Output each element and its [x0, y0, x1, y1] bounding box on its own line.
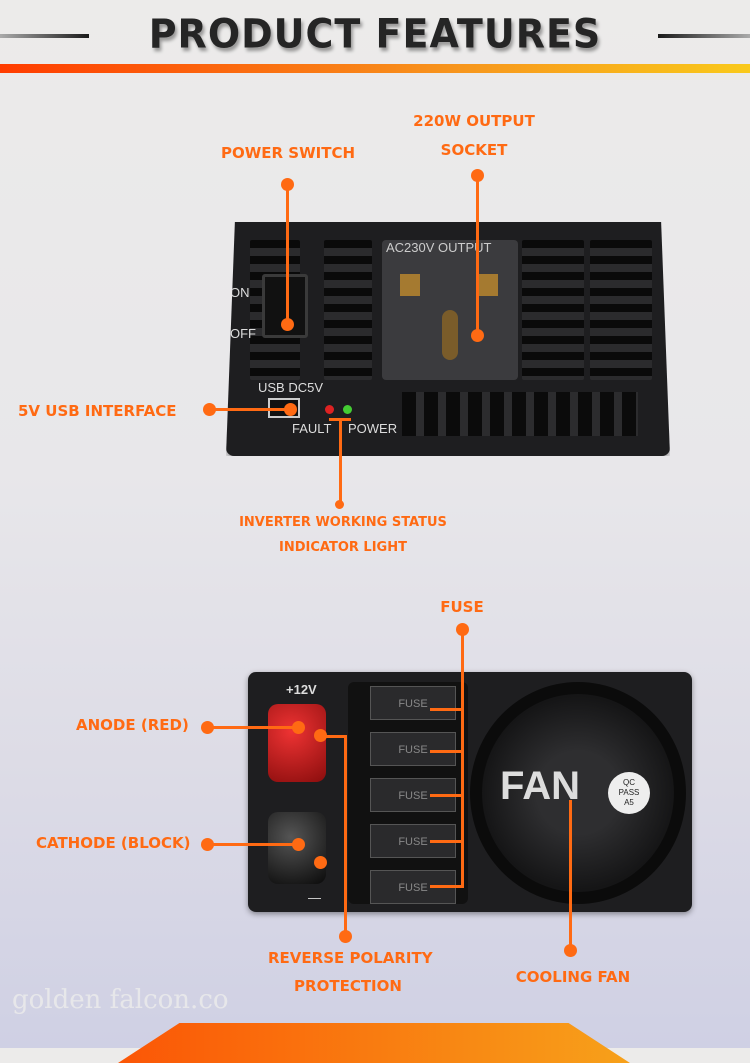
qc-text: PASS [618, 788, 640, 797]
label-output-1: 220W OUTPUT [413, 112, 535, 130]
callout-line [569, 800, 572, 948]
vent-grill [522, 240, 584, 380]
qc-sticker: QC PASS A5 [608, 772, 650, 814]
label-fuse: FUSE [440, 598, 484, 616]
callout-line [208, 726, 298, 729]
qc-text: QC [623, 778, 635, 787]
callout-line [430, 708, 464, 711]
fuse[interactable]: FUSE [370, 870, 456, 904]
on-label: ON [230, 285, 250, 300]
label-output-2: SOCKET [440, 141, 508, 159]
callout-line [430, 794, 464, 797]
title-gradient-bar [0, 64, 750, 73]
callout-line [430, 840, 464, 843]
callout-dot [284, 403, 297, 416]
power-label: POWER [348, 421, 398, 436]
callout-dot [203, 403, 216, 416]
callout-dot [292, 838, 305, 851]
fuse[interactable]: FUSE [370, 824, 456, 858]
callout-dot [564, 944, 577, 957]
fan-label: FAN [500, 764, 580, 808]
minus-label: — [308, 890, 321, 905]
callout-line [320, 735, 346, 738]
title-rule-left [0, 34, 89, 38]
label-fan: COOLING FAN [515, 968, 631, 986]
callout-line [476, 175, 479, 335]
callout-line [210, 408, 290, 411]
callout-dot [281, 318, 294, 331]
socket-pin [400, 274, 420, 296]
callout-dot [335, 500, 344, 509]
label-status-1: INVERTER WORKING STATUS [239, 515, 447, 530]
socket-pin [478, 274, 498, 296]
usb-label: USB DC5V [258, 380, 324, 395]
power-led [343, 405, 352, 414]
label-reverse-2: PROTECTION [294, 977, 402, 995]
ac-output-label: AC230V OUTPUT [386, 240, 492, 255]
plus-12v-label: +12V [286, 682, 317, 697]
label-power-switch: POWER SWITCH [220, 144, 356, 162]
callout-dot [314, 856, 327, 869]
callout-line [430, 885, 464, 888]
callout-dot [339, 930, 352, 943]
socket-pin [442, 310, 458, 360]
callout-line [339, 418, 342, 504]
anode-terminal[interactable] [268, 704, 326, 782]
callout-dot [471, 329, 484, 342]
label-anode: ANODE (RED) [76, 716, 189, 734]
footer-banner [118, 1023, 630, 1063]
callout-line [286, 184, 289, 324]
callout-line [430, 750, 464, 753]
vent-grill [324, 240, 372, 380]
fuse[interactable]: FUSE [370, 732, 456, 766]
vent-grill [590, 240, 652, 380]
label-reverse-1: REVERSE POLARITY [268, 949, 433, 967]
callout-line [461, 629, 464, 887]
page-title: PRODUCT FEATURES [148, 10, 602, 58]
ac-socket[interactable]: AC230V OUTPUT [382, 240, 518, 380]
fault-led [325, 405, 334, 414]
inverter-front-panel: ON OFF AC230V OUTPUT USB DC5V FAULT POWE… [226, 222, 670, 456]
callout-dot [201, 838, 214, 851]
fuse[interactable]: FUSE [370, 686, 456, 720]
qc-text: A5 [624, 798, 634, 807]
label-usb: 5V USB INTERFACE [18, 402, 177, 420]
callout-dot [292, 721, 305, 734]
callout-dot [201, 721, 214, 734]
fault-label: FAULT [292, 421, 332, 436]
inverter-rear-panel: +12V — FAN QC PASS A5 [248, 672, 692, 912]
callout-line [344, 735, 347, 933]
cooling-fan: FAN QC PASS A5 [470, 682, 686, 904]
label-cathode: CATHODE (BLOCK) [36, 834, 191, 852]
title-rule-right [658, 34, 750, 38]
off-label: OFF [230, 326, 256, 341]
bottom-vent [402, 392, 638, 436]
callout-line [208, 843, 298, 846]
watermark: golden falcon.co [12, 985, 229, 1015]
label-status-2: INDICATOR LIGHT [279, 540, 407, 555]
